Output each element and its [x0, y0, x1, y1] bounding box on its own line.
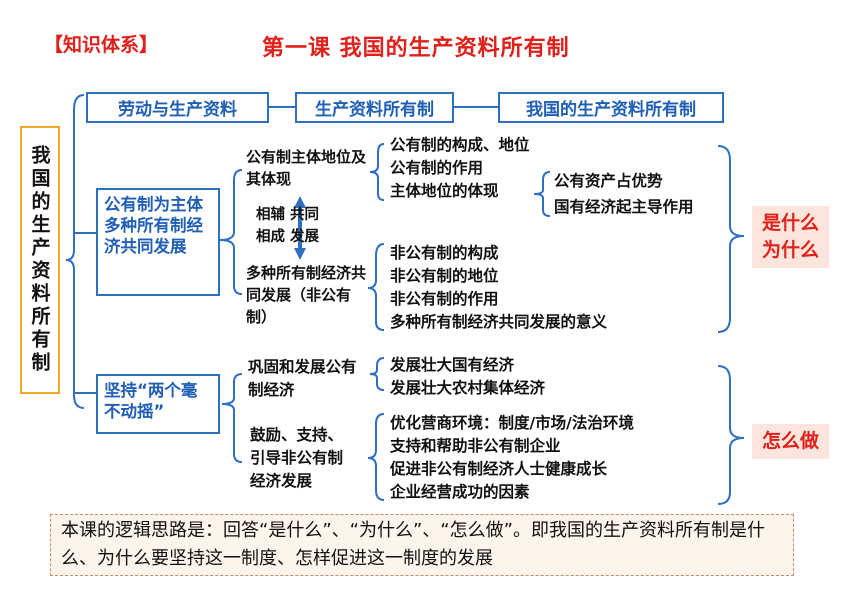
list-item: 促进非公有制经济人士健康成长: [390, 460, 608, 478]
chain-box-labor: 劳动与生产资料: [86, 92, 269, 123]
list-item: 国有经济起主导作用: [554, 198, 694, 216]
box-public-main: 公有制为主体 多种所有制经济共同发展: [96, 188, 220, 296]
chain-label-2: 生产资料所有制: [315, 100, 434, 120]
list-item: 公有制的作用: [390, 159, 484, 177]
what-why-label: 是什么 为什么: [752, 206, 830, 268]
g1sub-brace: [533, 171, 551, 217]
g2-brace: [367, 243, 385, 331]
nonpublic-development: 多种所有制经济共同发展（非公有制）: [246, 264, 367, 326]
box-two-unwavering-label: 坚持“两个毫不动摇”: [104, 381, 198, 421]
list-item: 企业经营成功的因素: [390, 483, 530, 501]
chain-label-1: 劳动与生产资料: [118, 100, 237, 120]
box-public-main-label: 公有制为主体 多种所有制经济共同发展: [104, 195, 203, 256]
group-public-sub: 公有资产占优势 国有经济起主导作用: [554, 168, 694, 220]
how-label: 怎么做: [752, 424, 830, 459]
page-title: 第一课 我国的生产资料所有制: [262, 36, 570, 61]
group-encourage: 优化营商环境：制度/市场/法治环境 支持和帮助非公有制企业 促进非公有制经济人士…: [390, 412, 634, 504]
list-item: 发展壮大国有经济: [390, 356, 515, 374]
consolidate-public: 巩固和发展公有制经济: [248, 358, 357, 399]
list-item: 公有资产占优势: [554, 172, 663, 190]
right-brace-1: [717, 145, 745, 333]
encourage-nonpublic: 鼓励、支持、引导非公有制经济发展: [250, 426, 344, 490]
group-nonpublic: 非公有制的构成 非公有制的地位 非公有制的作用 多种所有制经济共同发展的意义: [390, 242, 607, 334]
g1-brace: [369, 143, 385, 201]
list-item: 支持和帮助非公有制企业: [390, 437, 561, 455]
mutual-development: 相辅 共同 相成 发展: [256, 207, 320, 245]
mutual-arrow: [294, 196, 306, 260]
list-item: 优化营商环境：制度/市场/法治环境: [390, 414, 634, 432]
group-consolidate: 发展壮大国有经济 发展壮大农村集体经济: [390, 354, 545, 400]
right-brace-2: [717, 365, 745, 505]
list-item: 公有制的构成、地位: [390, 136, 530, 154]
chain-label-3: 我国的生产资料所有制: [526, 100, 696, 120]
root-label: 我国的生产资料所有制: [28, 145, 51, 375]
list-item: 非公有制的地位: [390, 267, 499, 285]
summary-note: 本课的逻辑思路是：回答“是什么”、“为什么”、“怎么做”。即我国的生产资料所有制…: [50, 514, 794, 576]
list-item: 多种所有制经济共同发展的意义: [390, 313, 608, 331]
box1-brace: [219, 169, 243, 295]
g3-brace: [369, 357, 385, 391]
root-node: 我国的生产资料所有制: [20, 126, 60, 394]
list-item: 主体地位的体现: [390, 182, 499, 200]
box2-brace: [221, 373, 243, 463]
chain-box-national: 我国的生产资料所有制: [498, 92, 724, 123]
box-two-unwavering: 坚持“两个毫不动摇”: [96, 374, 220, 434]
list-item: 非公有制的构成: [390, 244, 499, 262]
group-public: 公有制的构成、地位 公有制的作用 主体地位的体现: [390, 134, 530, 203]
list-item: 发展壮大农村集体经济: [390, 379, 546, 397]
chain-box-ownership: 生产资料所有制: [295, 92, 454, 123]
root-brace: [65, 94, 85, 409]
public-main-position: 公有制主体地位及其体现: [246, 148, 367, 188]
list-item: 非公有制的作用: [390, 290, 499, 308]
knowledge-system-tag: 【知识体系】: [44, 34, 159, 56]
g4-brace: [367, 413, 385, 501]
